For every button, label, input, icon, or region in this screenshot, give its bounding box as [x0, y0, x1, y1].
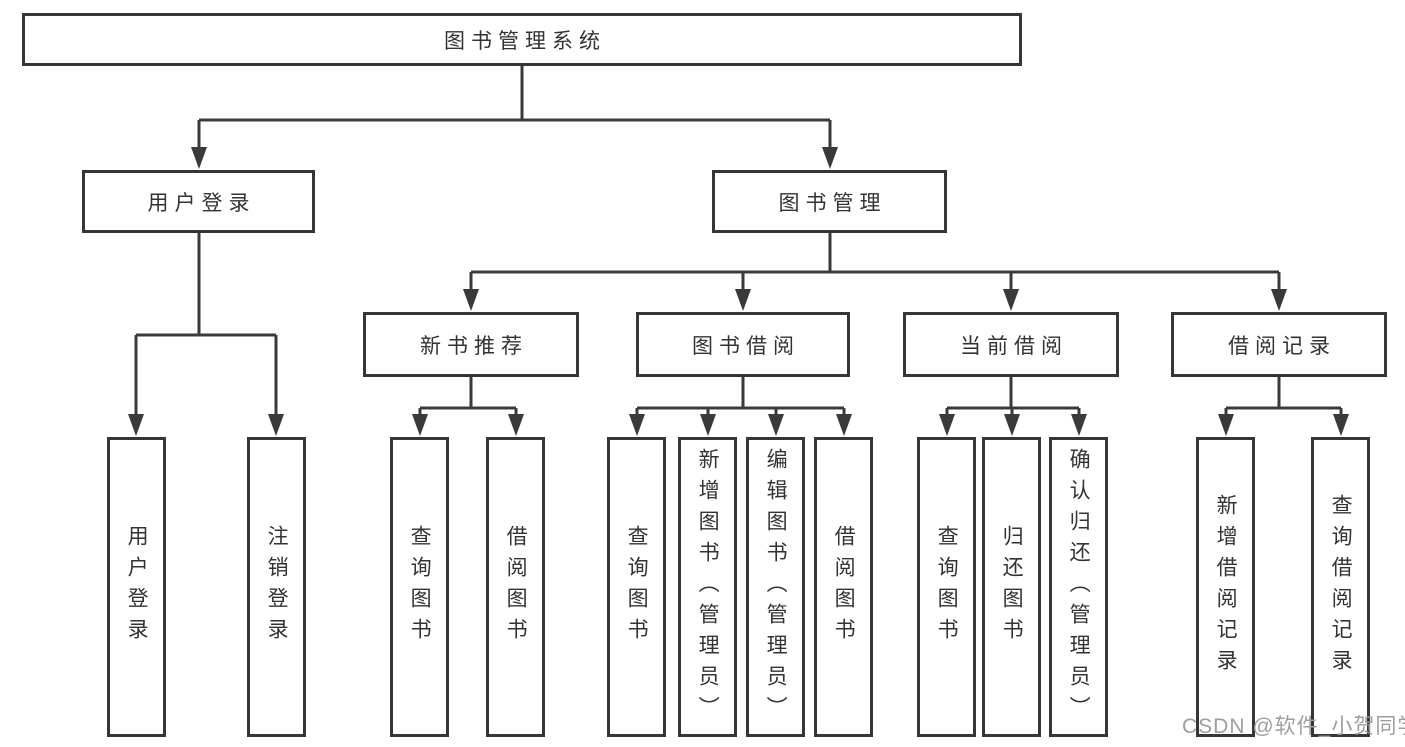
node-br-query-record: 查询借阅记录	[1311, 437, 1370, 737]
node-bb-borrow-books-label: 借阅图书	[832, 525, 856, 649]
node-root: 图书管理系统	[22, 13, 1022, 66]
node-nbr-borrow-books-label: 借阅图书	[504, 525, 528, 649]
node-bb-add-books-label: 新增图书（管理员）	[696, 447, 720, 727]
watermark-text: CSDN @软件_小贺同学	[1182, 715, 1405, 738]
node-br-query-record-label: 查询借阅记录	[1329, 494, 1353, 680]
node-new-book-recommend-label: 新书推荐	[420, 334, 528, 358]
node-borrowing-records-label: 借阅记录	[1228, 334, 1336, 358]
node-cb-query-books: 查询图书	[917, 437, 976, 737]
node-br-add-record: 新增借阅记录	[1196, 437, 1255, 737]
connector-current-borrowing-to-leaves	[939, 377, 1087, 436]
node-root-label: 图书管理系统	[444, 29, 606, 53]
node-current-borrowing-label: 当前借阅	[960, 334, 1068, 358]
node-cb-query-books-label: 查询图书	[935, 525, 959, 649]
node-user-login: 用户登录	[82, 170, 315, 233]
node-book-management: 图书管理	[712, 170, 947, 233]
node-bb-edit-books-label: 编辑图书（管理员）	[764, 447, 788, 727]
node-leaf-user-login-label: 用户登录	[125, 525, 149, 649]
connector-user-login-to-leaves	[128, 233, 284, 436]
node-nbr-query-books-label: 查询图书	[408, 525, 432, 649]
node-br-add-record-label: 新增借阅记录	[1214, 494, 1238, 680]
node-leaf-logout-login: 注销登录	[247, 437, 306, 737]
connector-root-to-level2	[191, 66, 838, 169]
connector-borrowing-records-to-leaves	[1218, 377, 1349, 436]
connector-book-management-to-level3	[463, 233, 1287, 311]
node-borrowing-records: 借阅记录	[1171, 312, 1387, 377]
connector-book-borrowing-to-leaves	[629, 377, 852, 436]
connector-new-book-recommend-to-leaves	[412, 377, 524, 436]
node-cb-return-books: 归还图书	[982, 437, 1041, 737]
node-leaf-logout-login-label: 注销登录	[265, 525, 289, 649]
node-book-borrowing-label: 图书借阅	[692, 334, 800, 358]
node-bb-edit-books: 编辑图书（管理员）	[746, 437, 805, 737]
node-current-borrowing: 当前借阅	[903, 312, 1119, 377]
node-bb-add-books: 新增图书（管理员）	[678, 437, 737, 737]
node-cb-return-books-label: 归还图书	[1000, 525, 1024, 649]
node-new-book-recommend: 新书推荐	[363, 312, 579, 377]
node-nbr-query-books: 查询图书	[390, 437, 449, 737]
node-bb-query-books: 查询图书	[607, 437, 666, 737]
node-leaf-user-login: 用户登录	[107, 437, 166, 737]
node-cb-confirm-return: 确认归还（管理员）	[1049, 437, 1108, 737]
node-cb-confirm-return-label: 确认归还（管理员）	[1067, 447, 1091, 727]
node-bb-query-books-label: 查询图书	[625, 525, 649, 649]
node-bb-borrow-books: 借阅图书	[814, 437, 873, 737]
node-book-borrowing: 图书借阅	[636, 312, 850, 377]
node-nbr-borrow-books: 借阅图书	[486, 437, 545, 737]
node-book-management-label: 图书管理	[778, 191, 887, 215]
node-user-login-label: 用户登录	[147, 191, 256, 215]
